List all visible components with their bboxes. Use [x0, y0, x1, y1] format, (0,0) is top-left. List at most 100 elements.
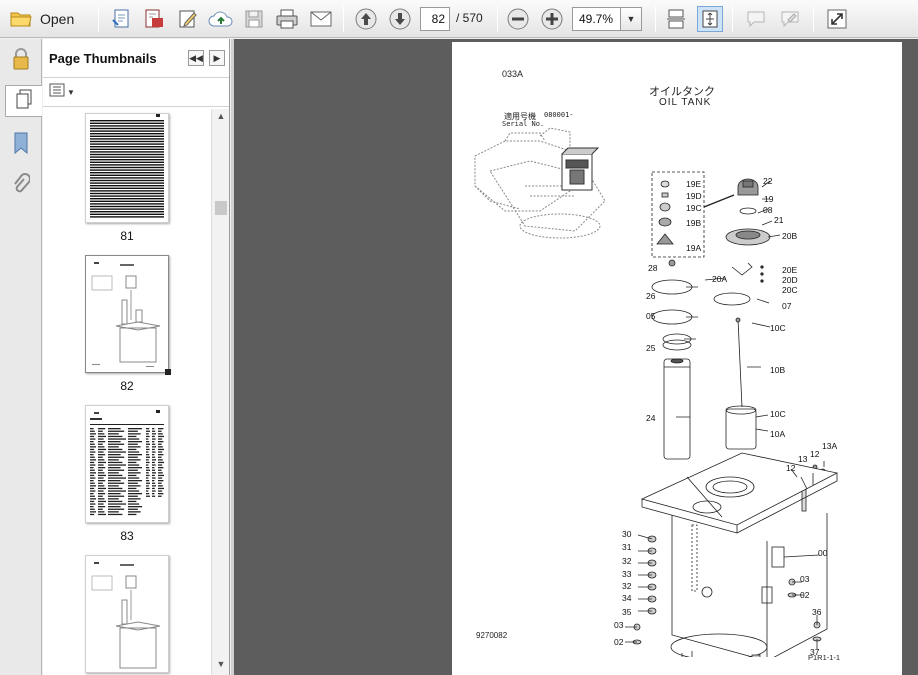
scroll-down-arrow[interactable]: ▼	[216, 659, 226, 669]
email-button[interactable]	[306, 6, 336, 32]
callout-24: 24	[646, 413, 656, 423]
thumbnail-table-cell	[108, 500, 123, 503]
expand-button[interactable]	[823, 6, 851, 32]
thumbnail-table-cell	[90, 469, 95, 471]
thumbnail-table-cell	[98, 433, 105, 435]
thumbnail-scrollbar[interactable]: ▲ ▼	[211, 109, 229, 675]
speech-bubble-icon	[745, 9, 767, 29]
expand-panel-button[interactable]: ▶	[209, 50, 225, 66]
toolbar-separator	[732, 6, 733, 32]
section-code: 033A	[502, 69, 524, 79]
thumbnail-table-cell	[128, 464, 140, 466]
edit-icon	[177, 8, 199, 30]
bookmarks-tab[interactable]	[5, 129, 37, 161]
thumbnail-table-cell	[158, 446, 163, 448]
zoom-dropdown-button[interactable]: ▼	[620, 7, 642, 31]
options-menu-button[interactable]: ▼	[49, 83, 75, 102]
thumbnail-table-cell	[146, 456, 150, 458]
thumbnail-text-line	[90, 205, 164, 208]
callout-19: 19	[764, 194, 774, 204]
thumbnail-table-cell	[158, 474, 164, 477]
sign-button[interactable]	[776, 6, 804, 32]
thumbnail-table-cell	[152, 474, 155, 477]
thumbnail-table-cell	[108, 446, 119, 448]
thumbnail-table-cell	[98, 430, 103, 432]
create-pdf-icon	[111, 8, 133, 30]
thumbnail-table-cell	[108, 498, 119, 500]
thumbnail-table-cell	[98, 487, 106, 490]
thumbnail-table-cell	[158, 433, 163, 435]
callout-32b: 32	[622, 581, 632, 591]
thumbnail-text-line	[90, 133, 164, 135]
thumbnail-text-line	[90, 138, 164, 140]
thumbnail-table-cell	[158, 464, 163, 466]
thumbnail-table-cell	[90, 472, 96, 474]
thumbnail-table-cell	[128, 490, 140, 492]
thumbnail-82-preview	[91, 262, 161, 367]
callout-20B: 20B	[782, 231, 797, 241]
thumbnail-page-81[interactable]	[85, 113, 169, 223]
thumbnail-table-cell	[108, 506, 121, 508]
arrow-up-circle-icon	[354, 7, 378, 31]
thumbnail-text-line	[90, 192, 164, 195]
fit-page-button[interactable]	[697, 6, 723, 32]
thumbnail-table-cell	[158, 472, 163, 474]
collapse-panel-button[interactable]: ◀◀	[188, 50, 204, 66]
callout-37: 37	[810, 647, 820, 657]
page-thumbnails-tab[interactable]	[5, 85, 42, 117]
create-pdf-button[interactable]	[108, 6, 136, 32]
save-button[interactable]	[240, 6, 268, 32]
minus-circle-icon	[506, 7, 530, 31]
open-button[interactable]: Open	[6, 6, 86, 32]
thumbnail-table-cell	[90, 435, 95, 438]
thumbnail-table-cell	[128, 485, 141, 487]
title-english: OIL TANK	[659, 97, 712, 108]
security-button[interactable]	[5, 45, 37, 77]
thumbnail-table-cell	[128, 433, 141, 435]
thumbnail-table-cell	[152, 461, 155, 464]
thumbnail-table-cell	[98, 498, 105, 500]
comment-button[interactable]	[742, 6, 770, 32]
paperclip-icon	[12, 172, 31, 202]
callout-30: 30	[622, 529, 632, 539]
thumbnail-text-line	[90, 179, 164, 182]
scrollbar-thumb[interactable]	[215, 201, 227, 215]
thumbnail-table-cell	[152, 451, 156, 453]
thumbnail-table-cell	[98, 480, 106, 482]
upload-cloud-button[interactable]	[206, 6, 236, 32]
scroll-mode-button[interactable]	[662, 6, 690, 32]
drawing-number: 9270082	[476, 631, 508, 640]
callout-08: 08	[763, 205, 773, 215]
previous-page-button[interactable]	[352, 6, 380, 32]
list-options-icon	[49, 83, 65, 102]
thumbnail-text-line	[90, 122, 164, 124]
page-number-input[interactable]: 82	[420, 7, 450, 31]
zoom-level-input[interactable]: 49.7%	[572, 7, 620, 31]
thumbnail-table-cell	[98, 511, 105, 513]
zoom-out-button[interactable]	[504, 6, 532, 32]
callout-12b: 12	[786, 463, 796, 473]
thumbnail-table-cell	[128, 503, 140, 505]
zoom-in-button[interactable]	[538, 6, 566, 32]
print-button[interactable]	[272, 6, 302, 32]
callout-03a: 03	[800, 574, 810, 584]
export-pdf-button[interactable]	[140, 6, 168, 32]
thumbnail-table-cell	[146, 490, 149, 492]
thumbnail-text-line	[90, 148, 164, 150]
thumbnail-table-cell	[128, 461, 137, 464]
next-page-button[interactable]	[386, 6, 414, 32]
panel-splitter[interactable]	[231, 39, 234, 675]
scroll-up-arrow[interactable]: ▲	[216, 111, 226, 121]
thumbnail-page-84[interactable]	[85, 555, 169, 673]
thumbnail-table-cell	[128, 428, 142, 430]
callout-03b: 03	[614, 620, 624, 630]
edit-pdf-button[interactable]	[174, 6, 202, 32]
thumbnail-page-82[interactable]	[85, 255, 169, 373]
thumbnail-page-83[interactable]	[85, 405, 169, 523]
thumbnail-text-line	[90, 182, 164, 184]
thumbnail-table-cell	[128, 448, 137, 451]
thumbnail-table-cell	[158, 430, 162, 432]
thumbnail-table-cell	[108, 503, 126, 505]
attachments-tab[interactable]	[5, 171, 37, 203]
expand-arrows-icon	[826, 8, 848, 30]
